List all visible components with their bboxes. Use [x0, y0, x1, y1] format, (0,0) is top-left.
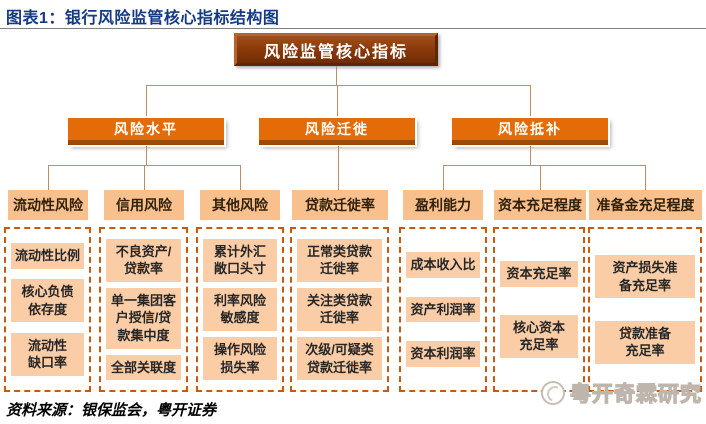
indicator-item: 正常类贷款 迁徙率: [297, 238, 382, 283]
indicator-item: 资本充足率: [500, 261, 578, 287]
source-note: 资料来源：银保监会，粤开证券: [6, 403, 217, 419]
indicator-item: 次级/可疑类 贷款迁徙率: [297, 336, 382, 381]
indicator-item: 单一集团客 户授信/贷 款集中度: [106, 287, 181, 349]
indicator-item: 全部关联度: [106, 354, 181, 381]
indicator-item: 核心资本 充足率: [500, 314, 578, 358]
level2-node-risk-migration: 风险迁徙: [259, 118, 415, 145]
connector-line: [645, 165, 646, 190]
column-reserve-adequacy: 资产损失准 备充足率 贷款准备 充足率: [588, 227, 702, 392]
connector-line: [443, 165, 444, 190]
indicator-item: 贷款准备 充足率: [595, 320, 695, 364]
category-reserve-adequacy: 准备金充足程度: [589, 190, 702, 220]
connector-line: [540, 165, 541, 190]
connector-line: [146, 85, 531, 86]
figure-title: 图表1：银行风险监管核心指标结构图: [6, 10, 280, 27]
category-liquidity-risk: 流动性风险: [8, 190, 88, 220]
indicator-item: 核心负债 依存度: [11, 279, 84, 323]
level2-node-risk-level: 风险水平: [68, 118, 224, 145]
connector-line: [240, 165, 241, 190]
column-capital-adequacy: 资本充足率 核心资本 充足率: [493, 227, 585, 392]
category-credit-risk: 信用风险: [104, 190, 184, 220]
watermark-logo-icon: [541, 381, 565, 405]
column-other-risk: 累计外汇 敞口头寸 利率风险 敏感度 操作风险 损失率: [196, 227, 284, 392]
category-other-risk: 其他风险: [200, 190, 280, 220]
connector-line: [144, 165, 145, 190]
indicator-item: 资产损失准 备充足率: [595, 255, 695, 299]
connector-line: [443, 165, 645, 166]
indicator-item: 关注类贷款 迁徙率: [297, 287, 382, 332]
connector-line: [146, 146, 147, 165]
indicator-item: 累计外汇 敞口头寸: [203, 238, 277, 283]
indicator-item: 成本收入比: [406, 252, 480, 278]
indicator-item: 流动性比例: [11, 243, 84, 269]
column-profitability: 成本收入比 资产利润率 资本利润率: [399, 227, 487, 392]
indicator-item: 资本利润率: [406, 341, 480, 367]
indicator-item: 利率风险 敏感度: [203, 287, 277, 332]
title-divider: [0, 28, 706, 29]
level2-node-risk-compensation: 风险抵补: [452, 118, 608, 145]
root-node: 风险监管核心指标: [234, 33, 438, 66]
connector-line: [146, 85, 147, 118]
connector-line: [530, 85, 531, 118]
category-profitability: 盈利能力: [403, 190, 483, 220]
watermark-text: 粤开奇霖研究: [569, 382, 702, 406]
connector-line: [337, 85, 338, 118]
category-loan-migration: 贷款迁徙率: [292, 190, 388, 220]
column-liquidity-risk: 流动性比例 核心负债 依存度 流动性 缺口率: [4, 227, 91, 392]
indicator-item: 资产利润率: [406, 296, 480, 323]
column-loan-migration: 正常类贷款 迁徙率 关注类贷款 迁徙率 次级/可疑类 贷款迁徙率: [290, 227, 389, 392]
category-capital-adequacy: 资本充足程度: [494, 190, 586, 220]
connector-line: [336, 66, 337, 85]
watermark: 粤开奇霖研究: [541, 378, 702, 408]
indicator-item: 流动性 缺口率: [11, 332, 84, 376]
connector-line: [530, 146, 531, 165]
column-credit-risk: 不良资产/ 贷款率 单一集团客 户授信/贷 款集中度 全部关联度: [99, 227, 188, 392]
connector-line: [48, 165, 49, 190]
connector-line: [338, 146, 339, 190]
indicator-item: 操作风险 损失率: [203, 336, 277, 381]
indicator-item: 不良资产/ 贷款率: [106, 238, 181, 283]
